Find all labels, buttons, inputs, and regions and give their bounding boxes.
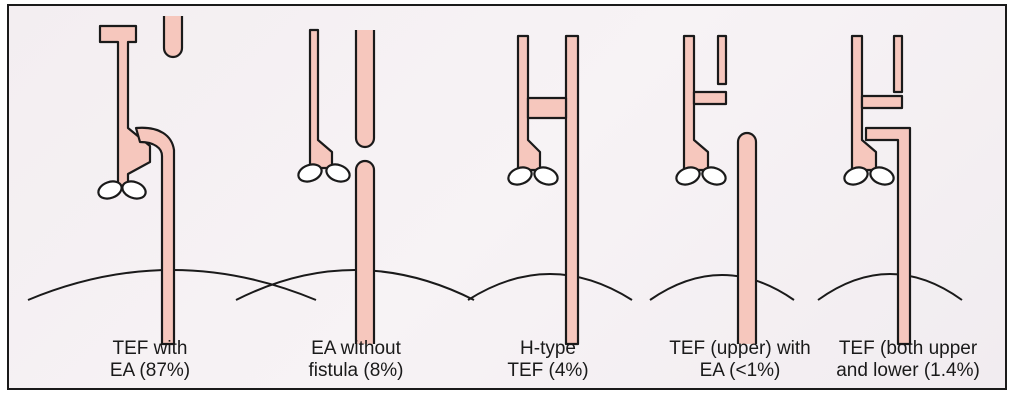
trachea	[100, 26, 150, 186]
chest-curve	[468, 274, 632, 300]
upper-fistula	[694, 92, 726, 104]
panel-4-tef-upper-with-ea	[650, 36, 794, 344]
panel-3-h-type-tef	[468, 36, 632, 344]
h-type-fistula	[528, 98, 566, 118]
chest-curve	[650, 275, 794, 300]
chest-curve	[818, 274, 962, 300]
panel-1-tef-with-ea	[28, 16, 316, 344]
caption-line-2: fistula (8%)	[256, 360, 456, 382]
caption-ea-without-fistula: EA without fistula (8%)	[256, 338, 456, 382]
caption-line-1: TEF (both upper	[808, 338, 1008, 360]
upper-esophageal-pouch	[894, 36, 902, 92]
caption-line-2: TEF (4%)	[448, 360, 648, 382]
caption-line-2: and lower (1.4%)	[808, 360, 1008, 382]
caption-tef-with-ea: TEF with EA (87%)	[50, 338, 250, 382]
esophagus	[566, 36, 578, 344]
caption-line-1: EA without	[256, 338, 456, 360]
upper-esophageal-pouch	[164, 16, 182, 57]
caption-h-type-tef: H-type TEF (4%)	[448, 338, 648, 382]
trachea	[310, 30, 332, 168]
lower-esophageal-segment	[356, 161, 374, 344]
panel-2-ea-without-fistula	[236, 30, 474, 344]
caption-tef-both-upper-and-lower: TEF (both upper and lower (1.4%)	[808, 338, 1008, 382]
upper-esophageal-pouch	[356, 30, 374, 147]
caption-line-1: H-type	[448, 338, 648, 360]
lower-esophageal-segment	[738, 133, 756, 344]
upper-fistula	[862, 96, 902, 108]
panel-5-tef-both-upper-and-lower	[818, 36, 962, 344]
caption-line-2: EA (87%)	[50, 360, 250, 382]
caption-line-1: TEF with	[50, 338, 250, 360]
upper-esophageal-pouch	[718, 36, 726, 84]
